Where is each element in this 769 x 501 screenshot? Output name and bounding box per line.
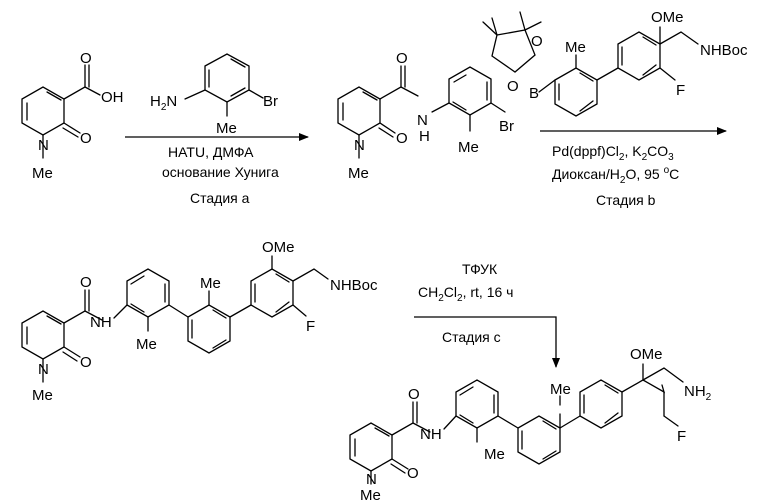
- svg-text:N: N: [38, 361, 49, 378]
- svg-text:O: O: [531, 33, 543, 50]
- svg-text:O: O: [80, 274, 92, 291]
- acid-ring: [22, 87, 64, 135]
- step-c-reagent-tfa: ТФУК: [462, 261, 498, 277]
- step-b-conditions-line1: Pd(dppf)Cl2, K2CO3: [552, 143, 674, 163]
- bromo-amide-intermediate-structure: O O N Me N H Br Me: [338, 50, 514, 182]
- svg-text:Me: Me: [458, 139, 479, 156]
- svg-text:N: N: [366, 471, 377, 488]
- svg-text:B: B: [529, 85, 539, 102]
- svg-text:O: O: [80, 354, 92, 371]
- svg-text:O: O: [396, 50, 408, 67]
- svg-text:N: N: [354, 137, 365, 154]
- svg-text:Me: Me: [136, 336, 157, 353]
- aniline-h2n: H2N: [150, 93, 177, 113]
- step-c-conditions: CH2Cl2, rt, 16 ч: [418, 284, 513, 304]
- acid-ring-n: N: [38, 137, 49, 154]
- svg-text:Me: Me: [550, 381, 571, 398]
- svg-text:Br: Br: [499, 118, 514, 135]
- amide-nh-3: NH: [420, 426, 442, 443]
- step-b-stage-label: Стадия b: [596, 192, 656, 208]
- svg-text:F: F: [306, 318, 315, 335]
- svg-text:Me: Me: [360, 487, 381, 501]
- svg-text:Me: Me: [200, 275, 221, 292]
- step-a-stage-label: Стадия a: [190, 190, 250, 206]
- acid-carbonyl-o: O: [80, 50, 92, 67]
- acid-oxo-o: O: [80, 130, 92, 147]
- final-amine-product-structure: O O N Me NH Me Me OMe NH2 F: [350, 346, 712, 501]
- amide-nh-2: NH: [90, 314, 112, 331]
- svg-text:F: F: [676, 82, 685, 99]
- aniline-me: Me: [216, 120, 237, 137]
- svg-text:OMe: OMe: [630, 346, 663, 363]
- acid-n-me: Me: [32, 165, 53, 182]
- starting-acid-structure: O OH O N Me: [22, 50, 124, 182]
- step-a-conditions-line2: основание Хунига: [162, 164, 279, 180]
- svg-text:O: O: [407, 465, 419, 482]
- bromoaniline-reagent-structure: H2N Br Me: [150, 54, 278, 137]
- svg-text:F: F: [677, 428, 686, 445]
- svg-text:Me: Me: [484, 446, 505, 463]
- amide-nh-1: N: [417, 112, 428, 129]
- svg-text:H: H: [419, 128, 430, 145]
- step-a-conditions-line1: HATU, ДМФА: [168, 144, 254, 160]
- svg-text:Me: Me: [348, 165, 369, 182]
- svg-text:OMe: OMe: [262, 239, 295, 256]
- svg-text:O: O: [408, 386, 420, 403]
- svg-text:Me: Me: [565, 39, 586, 56]
- acid-oh: OH: [101, 89, 124, 106]
- aniline-ring: [205, 54, 249, 102]
- boronate-partner-structure: O O B Me OMe NHBoc F: [483, 9, 748, 116]
- svg-text:Me: Me: [32, 387, 53, 404]
- final-nh2: NH2: [684, 383, 712, 403]
- aniline-br: Br: [263, 93, 278, 110]
- svg-text:O: O: [507, 78, 519, 95]
- svg-text:OMe: OMe: [651, 9, 684, 26]
- step-b-conditions-line2: Диоксан/H2O, 95 oC: [552, 165, 679, 186]
- step-c-stage-label: Стадия c: [442, 329, 501, 345]
- svg-text:NHBoc: NHBoc: [700, 42, 748, 59]
- svg-text:NHBoc: NHBoc: [330, 277, 378, 294]
- svg-text:O: O: [396, 130, 408, 147]
- boc-product-structure: O O N Me NH Me Me OMe NHBoc F: [22, 239, 378, 404]
